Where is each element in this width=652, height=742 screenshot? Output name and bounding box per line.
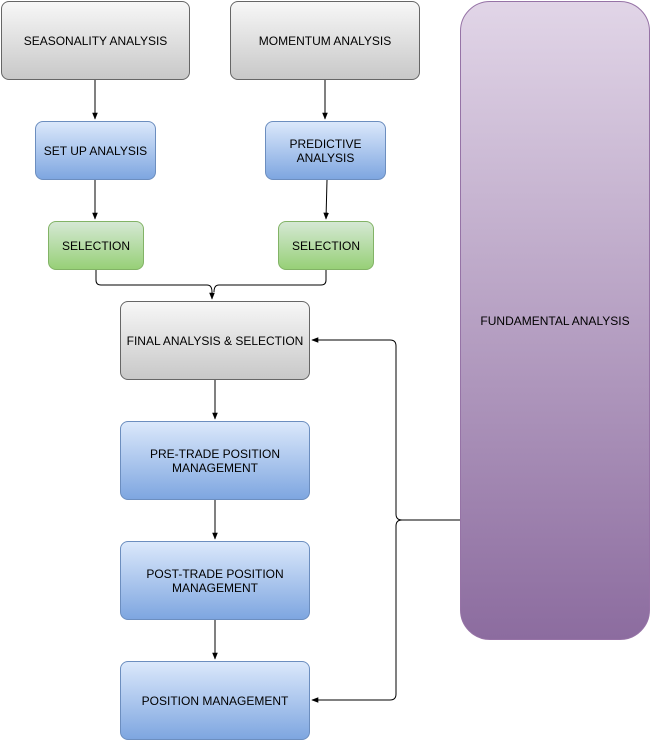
selection-left-node: SELECTION xyxy=(48,221,144,270)
connector-fundamental-to-position xyxy=(311,519,403,703)
setup-analysis-node: SET UP ANALYSIS xyxy=(35,121,156,180)
final-analysis-label: FINAL ANALYSIS & SELECTION xyxy=(126,333,304,348)
momentum-analysis-label: MOMENTUM ANALYSIS xyxy=(258,33,392,48)
selection-right-node: SELECTION xyxy=(278,221,374,270)
connector-selection-left-to-final xyxy=(95,270,215,300)
posttrade-position-label: POST-TRADE POSITION MANAGEMENT xyxy=(146,566,284,595)
arrow-predictive-to-selection xyxy=(323,179,329,220)
position-management-label: POSITION MANAGEMENT xyxy=(141,693,289,708)
predictive-analysis-label: PREDICTIVE ANALYSIS xyxy=(289,136,362,165)
selection-right-label: SELECTION xyxy=(291,238,360,253)
pretrade-position-node: PRE-TRADE POSITION MANAGEMENT xyxy=(120,421,310,500)
seasonality-analysis-label: SEASONALITY ANALYSIS xyxy=(23,33,168,48)
fundamental-analysis-label: FUNDAMENTAL ANALYSIS xyxy=(480,313,630,328)
connector-selection-right-to-final xyxy=(213,270,327,293)
setup-analysis-label: SET UP ANALYSIS xyxy=(43,143,148,158)
predictive-analysis-node: PREDICTIVE ANALYSIS xyxy=(265,121,386,180)
fundamental-analysis-node: FUNDAMENTAL ANALYSIS xyxy=(460,1,650,640)
connector-fundamental-to-final xyxy=(311,337,462,521)
final-analysis-node: FINAL ANALYSIS & SELECTION xyxy=(120,301,310,380)
pretrade-position-label: PRE-TRADE POSITION MANAGEMENT xyxy=(149,446,280,475)
selection-left-label: SELECTION xyxy=(61,238,130,253)
momentum-analysis-node: MOMENTUM ANALYSIS xyxy=(230,1,420,80)
posttrade-position-node: POST-TRADE POSITION MANAGEMENT xyxy=(120,541,310,620)
position-management-node: POSITION MANAGEMENT xyxy=(120,661,310,740)
seasonality-analysis-node: SEASONALITY ANALYSIS xyxy=(1,1,190,80)
